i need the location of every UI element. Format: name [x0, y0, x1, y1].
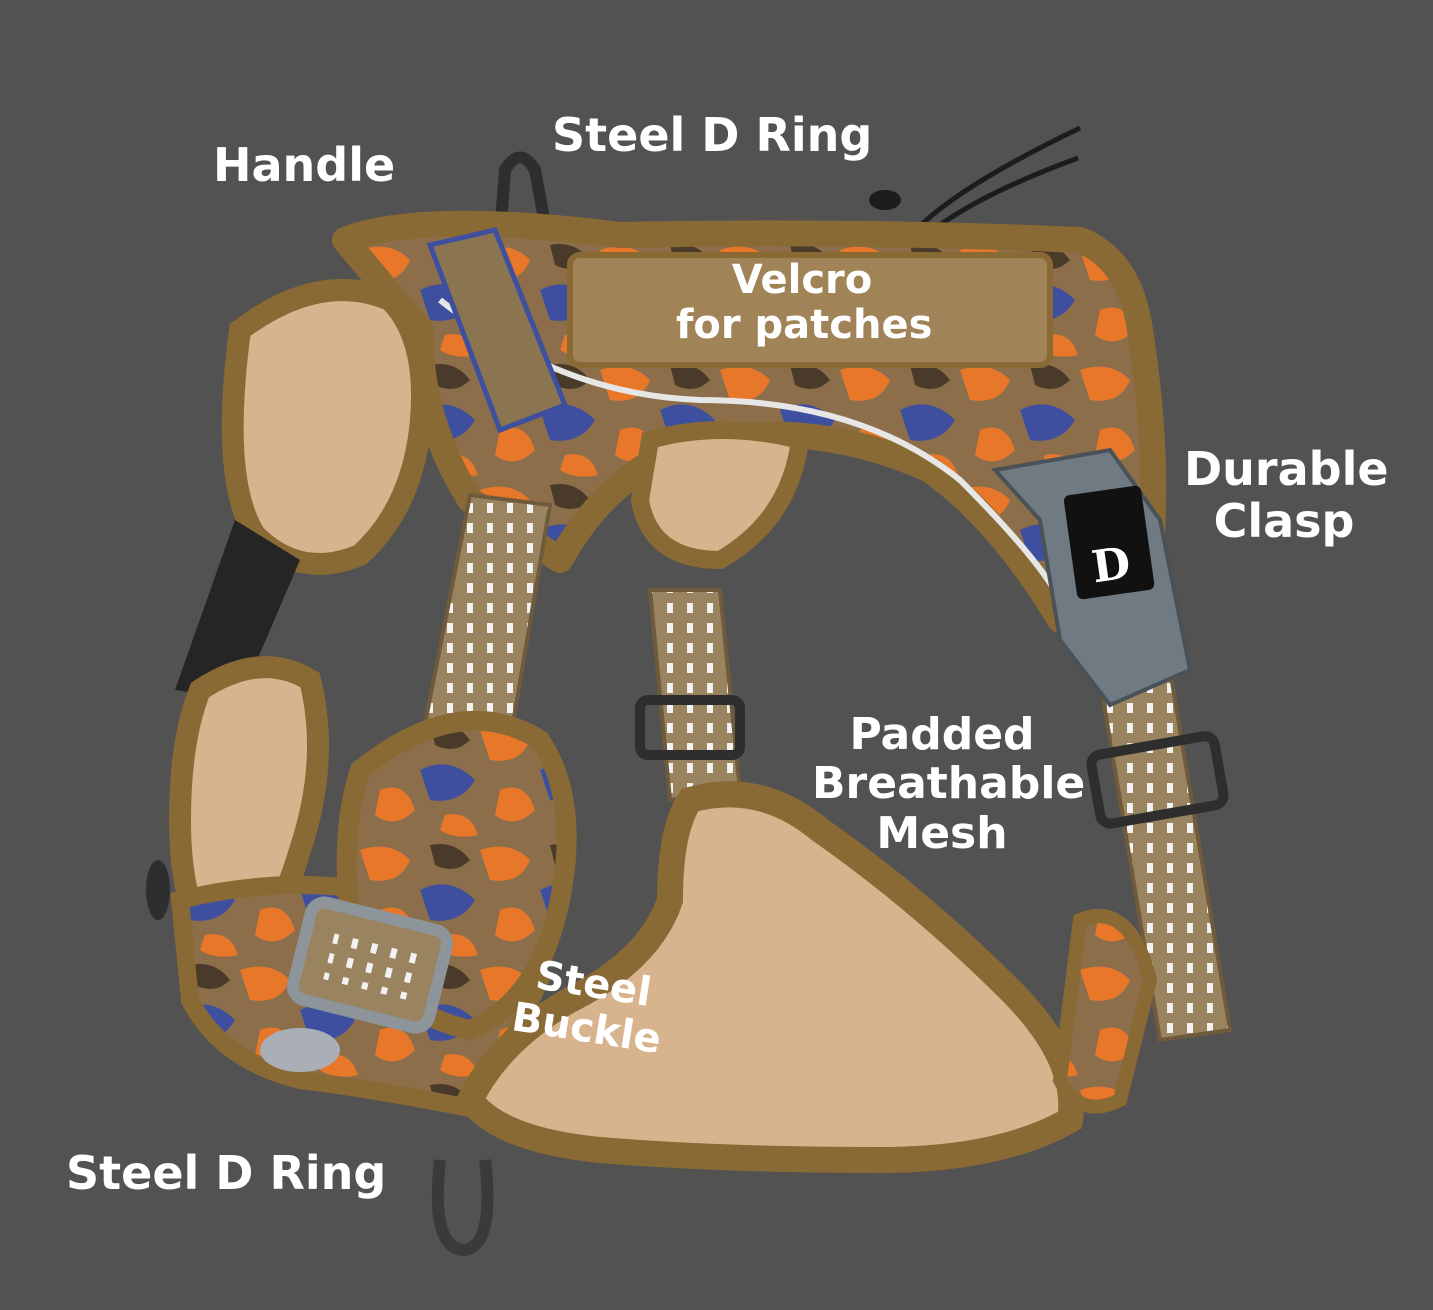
middle-slider — [635, 695, 745, 760]
bottom-d-ring — [260, 1028, 494, 1257]
side-loop — [146, 860, 170, 920]
label-steel-d-ring-bottom: Steel D Ring — [66, 1146, 387, 1200]
handle-strap — [426, 227, 569, 434]
durable-clasp — [991, 447, 1193, 708]
steel-buckle — [286, 896, 454, 1034]
label-clasp-line2: Clasp — [1213, 493, 1355, 548]
label-durable-clasp: Durable Clasp — [1184, 442, 1389, 548]
label-mesh-line3: Mesh — [876, 807, 1008, 859]
left-shoulder-pad — [221, 279, 433, 575]
velcro-patch — [567, 252, 1053, 368]
label-padded-mesh: Padded Breathable Mesh — [812, 709, 1086, 859]
label-steel-d-ring-top: Steel D Ring — [552, 108, 873, 162]
label-velcro-line2: for patches — [676, 301, 933, 348]
right-slider — [1086, 731, 1229, 829]
side-strap — [175, 520, 300, 700]
clasp-logo: D — [1088, 537, 1134, 594]
label-mesh-line1: Padded — [849, 709, 1035, 760]
right-camo-pad — [1052, 909, 1158, 1114]
label-velcro-line1: Velcro — [731, 257, 873, 303]
label-velcro: Velcro for patches — [676, 257, 933, 348]
top-d-ring — [494, 151, 554, 242]
label-handle: Handle — [213, 138, 396, 192]
inner-mesh-pad — [630, 421, 810, 570]
label-clasp-line1: Durable — [1184, 442, 1389, 496]
belly-mesh-pad — [454, 781, 1085, 1174]
label-mesh-line2: Breathable — [812, 758, 1086, 810]
